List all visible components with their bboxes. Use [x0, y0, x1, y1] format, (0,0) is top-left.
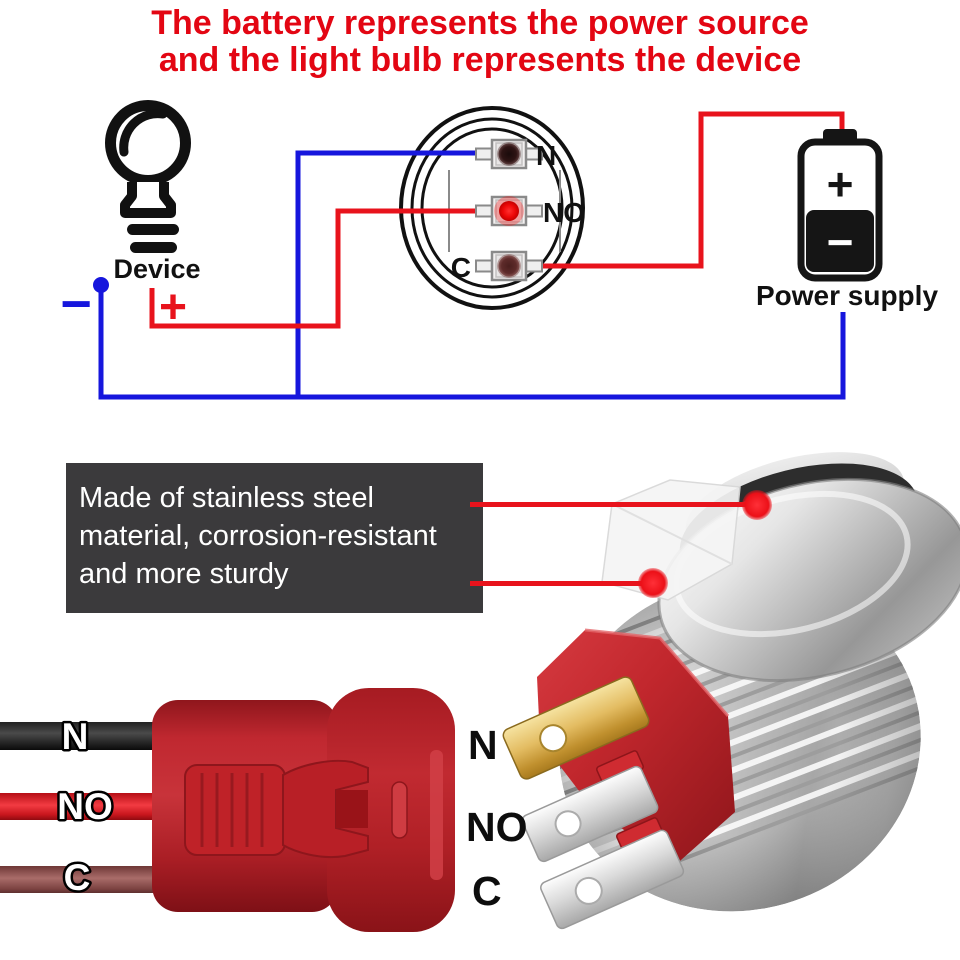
connector-wires [0, 722, 160, 893]
bulb-thread-1 [127, 224, 179, 235]
power-supply-label: Power supply [756, 280, 938, 311]
callout-dot-head [742, 490, 772, 520]
terminal-no-right-tab [525, 204, 543, 218]
product-photo-switch [502, 452, 960, 930]
wiring-diagram: N NO C + − Device Power supply − + [60, 100, 938, 400]
wire-label-c: C [64, 857, 91, 898]
feature-line-2: material, corrosion-resistant [79, 520, 437, 552]
terminal-pin-n-gold [502, 676, 650, 780]
wire-n-black [0, 722, 160, 750]
bulb-neck [120, 182, 176, 218]
terminal-pin-c-silver [540, 829, 685, 930]
device-plus-sign: + [159, 281, 187, 334]
latch-grip [184, 764, 286, 856]
bulb-highlight [119, 109, 168, 157]
terminal-c-left-tab [475, 259, 493, 273]
wire-label-n: N [62, 716, 89, 757]
hex-nut-facet-line [611, 503, 733, 565]
terminal-n-label: N [536, 140, 556, 171]
battery-minus-sign: − [827, 216, 854, 268]
terminal-no-label: NO [543, 197, 585, 228]
wire-c-terminal-to-battery-positive [530, 111, 845, 269]
device-minus-sign: − [60, 274, 92, 334]
latch-catch-bar [391, 781, 408, 839]
terminal-pin-no-silver [521, 765, 659, 863]
terminal-n-left-tab [475, 147, 493, 161]
negative-wires [93, 150, 846, 400]
positive-wires [149, 111, 845, 329]
latch-notch [336, 790, 368, 828]
page-title: The battery represents the power source … [0, 5, 960, 79]
terminal-pins [502, 676, 685, 930]
button-head [601, 452, 960, 683]
connector-cap [327, 688, 455, 932]
terminal-n-contact [498, 143, 520, 165]
pin-n-hole [539, 724, 568, 753]
terminal-no [475, 195, 543, 227]
wire-label-no: NO [57, 786, 113, 827]
bulb-thread-2 [130, 242, 177, 253]
cap-edge-ridge [430, 750, 443, 880]
callout-line-thread [470, 581, 653, 586]
pin-label-no: NO [466, 804, 528, 850]
pin-label-n: N [468, 722, 498, 768]
connector-illustration: N NO C [0, 688, 455, 932]
callout-line-head [470, 502, 757, 507]
terminal-c-contact [498, 255, 520, 277]
wire-no-red [0, 793, 160, 820]
terminal-c-right-tab [525, 259, 543, 273]
pin-label-c: C [472, 868, 502, 914]
battery-plus-sign: + [827, 158, 854, 210]
pin-no-hole [554, 810, 582, 838]
pin-c-hole [574, 876, 603, 905]
wire-device-to-battery-negative [98, 285, 846, 400]
light-bulb-icon [105, 100, 191, 253]
wire-c-maroon [0, 866, 160, 893]
grip-ribs [200, 773, 264, 847]
feature-callout-box: Made of stainless steel material, corros… [66, 463, 483, 613]
device-label: Device [113, 254, 200, 284]
feature-line-3: and more sturdy [79, 558, 289, 590]
switch-terminals: N NO C [451, 138, 585, 283]
terminal-n [475, 138, 543, 170]
battery-icon: + − [797, 129, 883, 282]
battery-negative-half [806, 210, 874, 272]
wire-device-to-no-terminal [149, 208, 488, 329]
base-block [537, 630, 735, 868]
base-edge-highlight [584, 628, 730, 717]
terminal-c [475, 250, 543, 282]
connector-body [152, 688, 455, 932]
callout-dot-thread [638, 568, 668, 598]
title-line-2: and the light bulb represents the device [158, 41, 802, 79]
bezel-rim-edge [657, 477, 960, 683]
wire-n-terminal-to-negative [295, 150, 488, 397]
terminal-no-contact [499, 201, 519, 221]
title-line-1: The battery represents the power source [151, 4, 809, 42]
terminal-no-left-tab [475, 204, 493, 218]
terminal-c-label: C [451, 252, 471, 283]
feature-line-1: Made of stainless steel [79, 482, 374, 514]
